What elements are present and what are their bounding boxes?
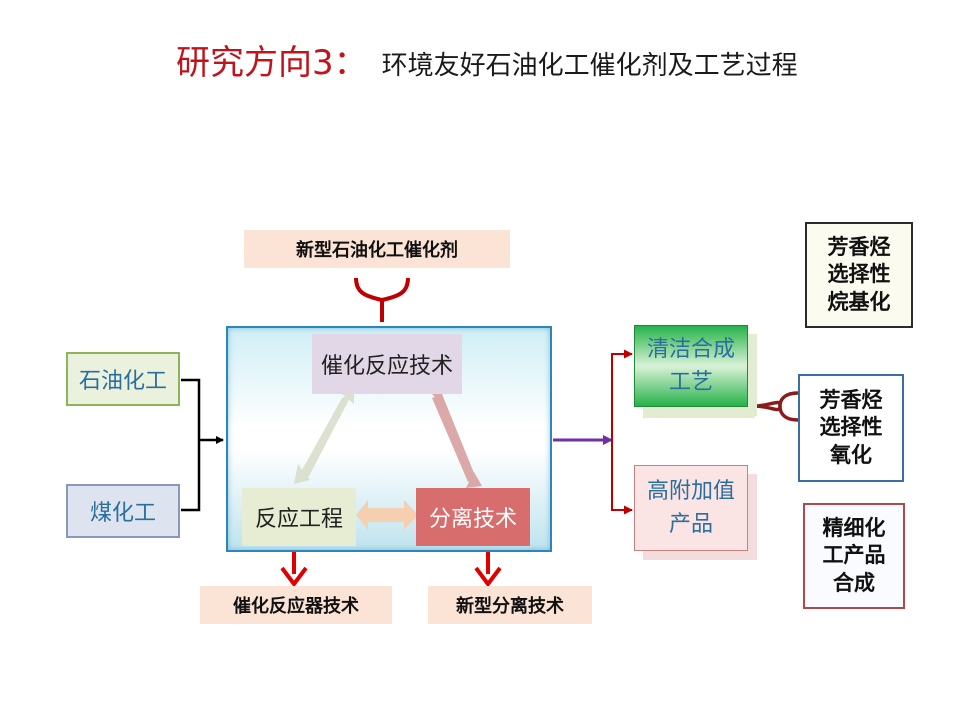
down-arrow-right bbox=[474, 550, 502, 588]
top-tag-label: 新型石油化工催化剂 bbox=[244, 230, 510, 268]
side-box-fine-chem-line2: 工产品 bbox=[822, 543, 886, 568]
side-box-oxidation-line3: 氧化 bbox=[830, 442, 872, 467]
input-petrochemical: 石油化工 bbox=[66, 352, 180, 406]
core-reaction-engineering: 反应工程 bbox=[242, 488, 356, 546]
title-main: 环境友好石油化工催化剂及工艺过程 bbox=[381, 51, 798, 81]
side-box-oxidation: 芳香烃 选择性 氧化 bbox=[798, 374, 904, 482]
output-branch-bottom bbox=[611, 440, 633, 515]
bottom-tag-separation: 新型分离技术 bbox=[428, 586, 592, 624]
arrow-reaction-to-engineering bbox=[294, 386, 354, 484]
core-catalytic-reaction: 催化反应技术 bbox=[312, 334, 462, 394]
side-box-oxidation-line2: 选择性 bbox=[819, 415, 883, 440]
input-coal-chemical: 煤化工 bbox=[66, 484, 180, 538]
core-separation: 分离技术 bbox=[416, 488, 530, 546]
side-box-oxidation-line1: 芳香烃 bbox=[819, 388, 883, 413]
arrow-engineering-to-separation bbox=[356, 500, 418, 530]
side-box-alkylation-line3: 烷基化 bbox=[827, 289, 891, 314]
input-connector bbox=[181, 378, 223, 512]
side-box-alkylation: 芳香烃 选择性 烷基化 bbox=[805, 222, 913, 328]
core-technology-panel: 催化反应技术 反应工程 分离技术 bbox=[226, 326, 552, 552]
side-box-alkylation-line2: 选择性 bbox=[827, 262, 891, 287]
output-branch-top bbox=[611, 349, 633, 440]
side-box-fine-chem-line3: 合成 bbox=[833, 570, 875, 595]
output-high-value: 高附加值产品 bbox=[634, 465, 748, 551]
output-high-value-label: 高附加值产品 bbox=[646, 479, 735, 537]
down-arrow-left bbox=[280, 550, 308, 588]
page-title: 研究方向3： 环境友好石油化工催化剂及工艺过程 bbox=[176, 38, 798, 88]
side-box-fine-chem: 精细化 工产品 合成 bbox=[803, 503, 905, 609]
output-clean-synthesis-label: 清洁合成工艺 bbox=[646, 337, 735, 395]
arrow-reaction-to-separation bbox=[428, 386, 482, 488]
bottom-tag-reactor: 催化反应器技术 bbox=[200, 586, 392, 624]
side-brace bbox=[753, 391, 799, 422]
top-brace bbox=[354, 277, 410, 322]
side-box-fine-chem-line1: 精细化 bbox=[822, 516, 886, 541]
side-box-alkylation-line1: 芳香烃 bbox=[827, 235, 891, 260]
title-prefix: 研究方向3： bbox=[176, 43, 368, 83]
core-arrows bbox=[294, 386, 482, 530]
output-clean-synthesis: 清洁合成工艺 bbox=[634, 325, 748, 407]
